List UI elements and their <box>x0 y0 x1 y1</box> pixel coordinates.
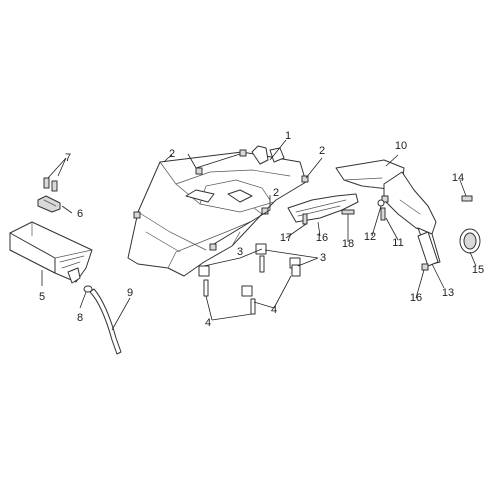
callout-2: 2 <box>273 187 279 199</box>
callout-3: 3 <box>320 252 326 264</box>
callout-8: 8 <box>77 312 83 324</box>
callout-17: 17 <box>280 232 292 244</box>
part-1-rear-mudguard <box>127 145 307 277</box>
part-8-clamp <box>83 285 93 293</box>
callout-3: 3 <box>237 246 243 258</box>
callout-7: 7 <box>65 152 71 164</box>
callout-2: 2 <box>319 145 325 157</box>
callout-13: 13 <box>442 287 454 299</box>
callout-18: 18 <box>342 238 354 250</box>
callout-labels: 1 2 2 2 3 3 4 4 5 6 7 8 9 10 11 12 13 14… <box>39 130 484 329</box>
callout-4: 4 <box>205 317 211 329</box>
part-7-screws <box>43 177 58 192</box>
callout-11: 11 <box>392 237 403 249</box>
callout-15: 15 <box>472 264 484 276</box>
callout-10: 10 <box>395 140 407 152</box>
part-3-grommets <box>198 243 301 297</box>
leader-lines <box>41 139 477 331</box>
callout-2: 2 <box>169 148 175 160</box>
part-16-nut <box>421 263 429 271</box>
part-9-drain-hose <box>89 288 122 355</box>
part-11-screw <box>380 207 386 221</box>
part-14-bolt <box>461 195 473 202</box>
part-5-storage-box <box>9 221 93 284</box>
callout-1: 1 <box>285 130 291 142</box>
part-10-rear-bracket <box>335 159 441 265</box>
callout-9: 9 <box>127 287 133 299</box>
part-16-heat-shield <box>287 193 359 223</box>
part-2-clips <box>133 149 309 251</box>
part-12-washer <box>377 199 385 207</box>
part-17-screw <box>302 213 308 225</box>
callout-16: 16 <box>316 232 328 244</box>
callout-6: 6 <box>77 208 83 220</box>
callout-5: 5 <box>39 291 45 303</box>
part-18-screw <box>341 209 355 215</box>
callout-4: 4 <box>271 304 277 316</box>
callout-16: 16 <box>410 292 422 304</box>
part-6-clip <box>37 195 61 213</box>
part-4-bolts <box>203 255 265 315</box>
callout-12: 12 <box>364 231 376 243</box>
part-15-reflector <box>459 228 481 254</box>
callout-14: 14 <box>452 172 464 184</box>
part-13-plate-bracket <box>417 231 439 267</box>
